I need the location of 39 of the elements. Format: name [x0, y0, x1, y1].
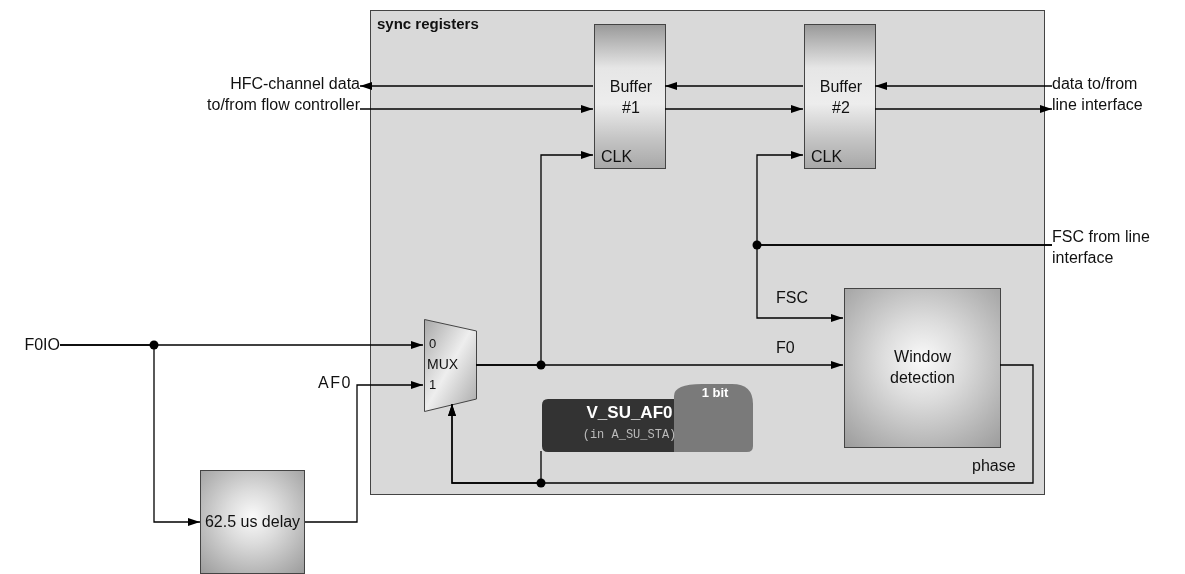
signal-arrow: [874, 82, 1053, 90]
port-label: CLK: [811, 147, 844, 167]
register-location: (in A_SU_STA): [581, 428, 678, 444]
register-group-panel: [370, 10, 1045, 495]
signal-arrow: [874, 105, 1053, 113]
block-label: 62.5 us delay: [203, 511, 302, 532]
port-label: CLK: [601, 147, 634, 167]
mux-label: MUX: [427, 355, 460, 374]
input-label: 1: [429, 377, 438, 394]
panel-title: sync registers: [377, 14, 480, 34]
signal-arrow: [448, 403, 542, 484]
signal-arrow: [756, 244, 1053, 322]
signal-arrow: [304, 381, 424, 523]
buffer-block: [594, 24, 666, 169]
register-name: V_SU_AF0: [585, 402, 674, 424]
signal-arrow: [475, 361, 844, 369]
signal-label: F0IO: [23, 335, 60, 355]
signal-arrow: [664, 105, 804, 113]
edge-label: phase: [972, 457, 1016, 475]
block-label: Buffer #2: [818, 77, 864, 118]
signal-arrow: [59, 344, 201, 526]
signal-label: data to/from line interface: [1052, 74, 1144, 115]
bit-width-label: 1 bit: [700, 385, 730, 402]
block-label: Window detection: [889, 347, 956, 388]
multiplexer-symbol: [424, 319, 477, 412]
signal-arrow: [359, 105, 594, 113]
edge-label: AF0: [318, 374, 352, 392]
function-block: [200, 470, 305, 574]
input-label: 0: [429, 336, 438, 353]
register-field: [542, 384, 753, 452]
signal-arrow: [359, 82, 594, 90]
edge-label: FSC: [776, 289, 808, 307]
function-block: [844, 288, 1001, 448]
signal-label: FSC from line interface: [1052, 227, 1151, 268]
signal-label: HFC-channel data to/from flow controller: [206, 74, 360, 115]
edge-label: F0: [776, 339, 795, 357]
signal-arrow: [664, 82, 804, 90]
buffer-block: [804, 24, 876, 169]
block-label: Buffer #1: [608, 77, 654, 118]
